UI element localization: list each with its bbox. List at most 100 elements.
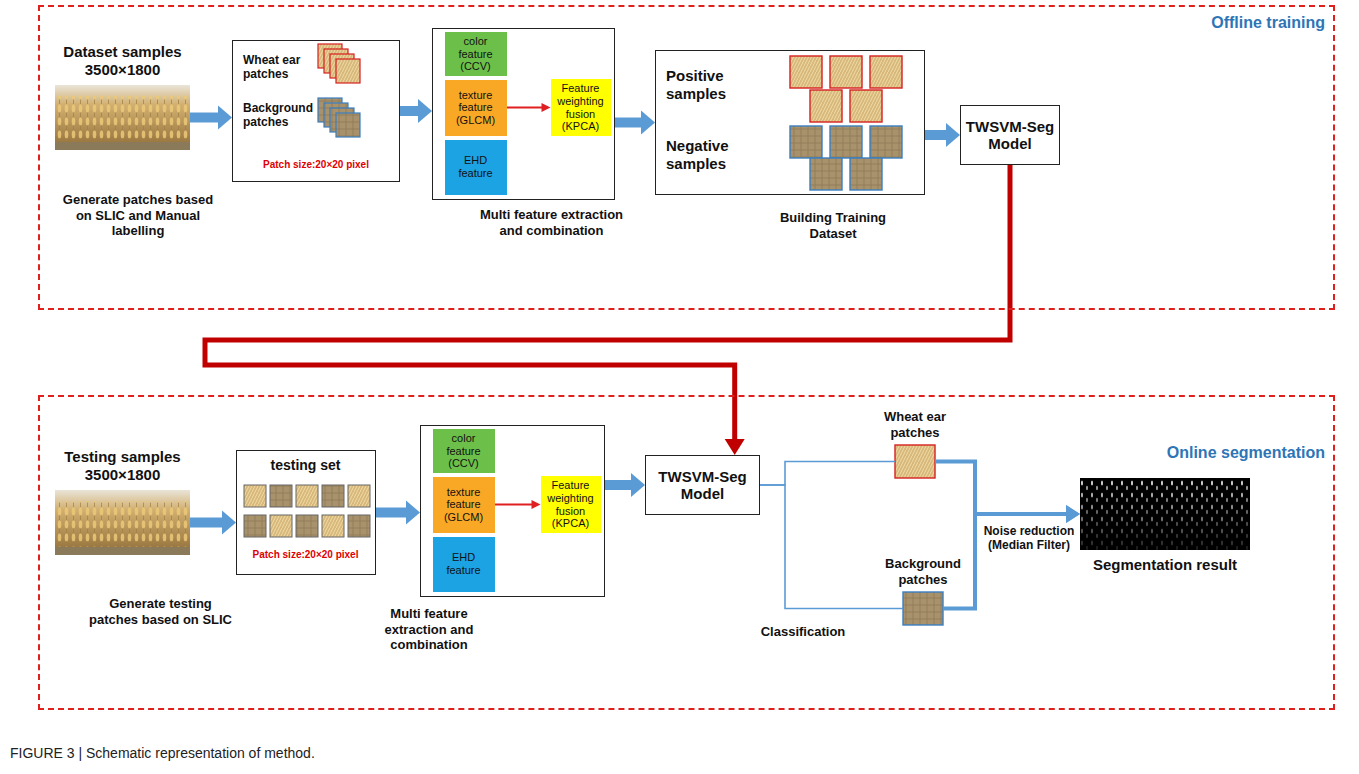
feature-box: EHD feature <box>445 140 507 195</box>
sample-image: Dataset samples 3500×1800 <box>55 85 190 150</box>
feature-box: EHD feature <box>433 537 495 592</box>
model-box: TWSVM-Seg Model <box>645 455 760 515</box>
connector-line <box>507 107 543 109</box>
illustration-part <box>296 515 318 537</box>
step-label: Building Training Dataset <box>768 210 898 241</box>
node-text: Patch size:20×20 pixel <box>237 159 395 171</box>
node-text: Online segmentation <box>1160 443 1325 462</box>
step-label: Generate patches based on SLIC and Manua… <box>58 192 218 239</box>
box-label: texture feature (GLCM) <box>448 89 504 127</box>
step-label: Noise reduction (Median Filter) <box>983 524 1075 553</box>
node-text: Dataset samples 3500×1800 <box>45 43 200 79</box>
wheat-photo <box>55 85 190 150</box>
arrow-head <box>641 111 655 135</box>
illustration-part <box>55 490 190 555</box>
illustration-part <box>55 501 190 547</box>
node-text: Multi feature extraction and combination <box>379 606 479 653</box>
box-label: EHD feature <box>436 551 492 576</box>
connector <box>400 99 432 123</box>
illustration-part <box>336 113 360 137</box>
node-text: Patch size:20×20 pixel <box>237 549 374 561</box>
illustration-part <box>1080 478 1250 550</box>
box-label: TWSVM-Seg Model <box>964 118 1056 153</box>
illustration-part <box>336 59 360 83</box>
node-text: Multi feature extraction and combination <box>469 207 634 238</box>
illustration-part <box>850 90 882 122</box>
arrow-head <box>218 106 232 130</box>
arrow-head <box>631 473 645 497</box>
arrow-head <box>222 511 236 535</box>
illustration-part <box>790 126 822 158</box>
feature-box: Feature weighting fusion (KPCA) <box>541 476 601 533</box>
illustration-part <box>870 56 902 88</box>
connector <box>190 511 236 535</box>
illustration-part <box>830 56 862 88</box>
illustration-part <box>244 515 266 537</box>
wheat-photo <box>55 490 190 555</box>
node-text: Negative samples <box>666 137 776 173</box>
testing-set-box: testing setPatch size:20×20 pixel <box>236 450 376 575</box>
connector-line <box>205 165 1010 440</box>
box-label: Feature weighting fusion (KPCA) <box>544 479 598 530</box>
figure-caption: FIGURE 3 | Schematic representation of m… <box>10 745 810 762</box>
positive-thumbnails <box>790 56 902 122</box>
box-label: Feature weighting fusion (KPCA) <box>554 82 608 133</box>
arrow-head <box>418 99 432 123</box>
box-label: color feature (CCV) <box>448 35 504 73</box>
connector <box>205 165 1010 455</box>
node-text: testing set <box>237 457 374 474</box>
node-text: Testing samples 3500×1800 <box>45 448 200 484</box>
illustration-part <box>55 85 190 150</box>
connector <box>925 123 960 147</box>
arrow-head <box>946 123 960 147</box>
model-box: TWSVM-Seg Model <box>960 105 1060 165</box>
illustration-part <box>270 485 292 507</box>
illustration-part <box>830 126 862 158</box>
connector <box>605 473 645 497</box>
training-set-box: Positive samplesNegative samples <box>655 50 925 195</box>
illustration-part <box>1080 478 1250 550</box>
feature-group-box: Multi feature extraction and combination… <box>420 425 605 597</box>
connector-line <box>760 462 895 486</box>
box-label: TWSVM-Seg Model <box>649 468 756 503</box>
feature-box: Feature weighting fusion (KPCA) <box>551 79 611 136</box>
connector <box>760 462 895 486</box>
arrow-head <box>542 103 551 112</box>
box-label: EHD feature <box>448 154 504 179</box>
illustration-part <box>810 90 842 122</box>
node-text: Background patches <box>243 101 321 130</box>
connector-line <box>190 113 219 123</box>
connector-line <box>935 462 1067 515</box>
connector-line <box>925 130 947 140</box>
node-text: Segmentation result <box>1070 556 1260 574</box>
connector-line <box>376 508 407 518</box>
illustration-part <box>348 485 370 507</box>
feature-box: color feature (CCV) <box>433 429 495 473</box>
arrow-head <box>725 439 745 455</box>
box-label: texture feature (GLCM) <box>436 486 492 524</box>
illustration-part <box>1080 478 1250 550</box>
result-image: Segmentation result <box>1080 478 1250 550</box>
box-label: color feature (CCV) <box>436 432 492 470</box>
node-text: Wheat ear patches <box>243 53 319 82</box>
connector-line <box>495 504 533 506</box>
illustration-part <box>870 126 902 158</box>
stage-region: Offline trainingDataset samples 3500×180… <box>38 5 1335 310</box>
node-text: Wheat ear patches <box>870 409 960 440</box>
feature-box: texture feature (GLCM) <box>445 80 507 136</box>
illustration-part <box>348 515 370 537</box>
node-text: Background patches <box>878 556 968 587</box>
illustration-part <box>810 158 842 190</box>
illustration-part <box>55 96 190 142</box>
step-label: Generate testing patches based on SLIC <box>88 596 233 627</box>
arrow-head <box>1066 505 1080 523</box>
connector-line <box>615 118 642 128</box>
illustration-part <box>322 485 344 507</box>
negative-thumbnails <box>790 126 902 190</box>
background-patch-thumbnail <box>903 592 943 625</box>
segmentation-image <box>1080 478 1250 550</box>
stage-region: Online segmentation Testing samples 3500×… <box>38 395 1335 710</box>
feature-group-box: Multi feature extraction and combination… <box>432 28 615 200</box>
connector-line <box>760 485 903 609</box>
